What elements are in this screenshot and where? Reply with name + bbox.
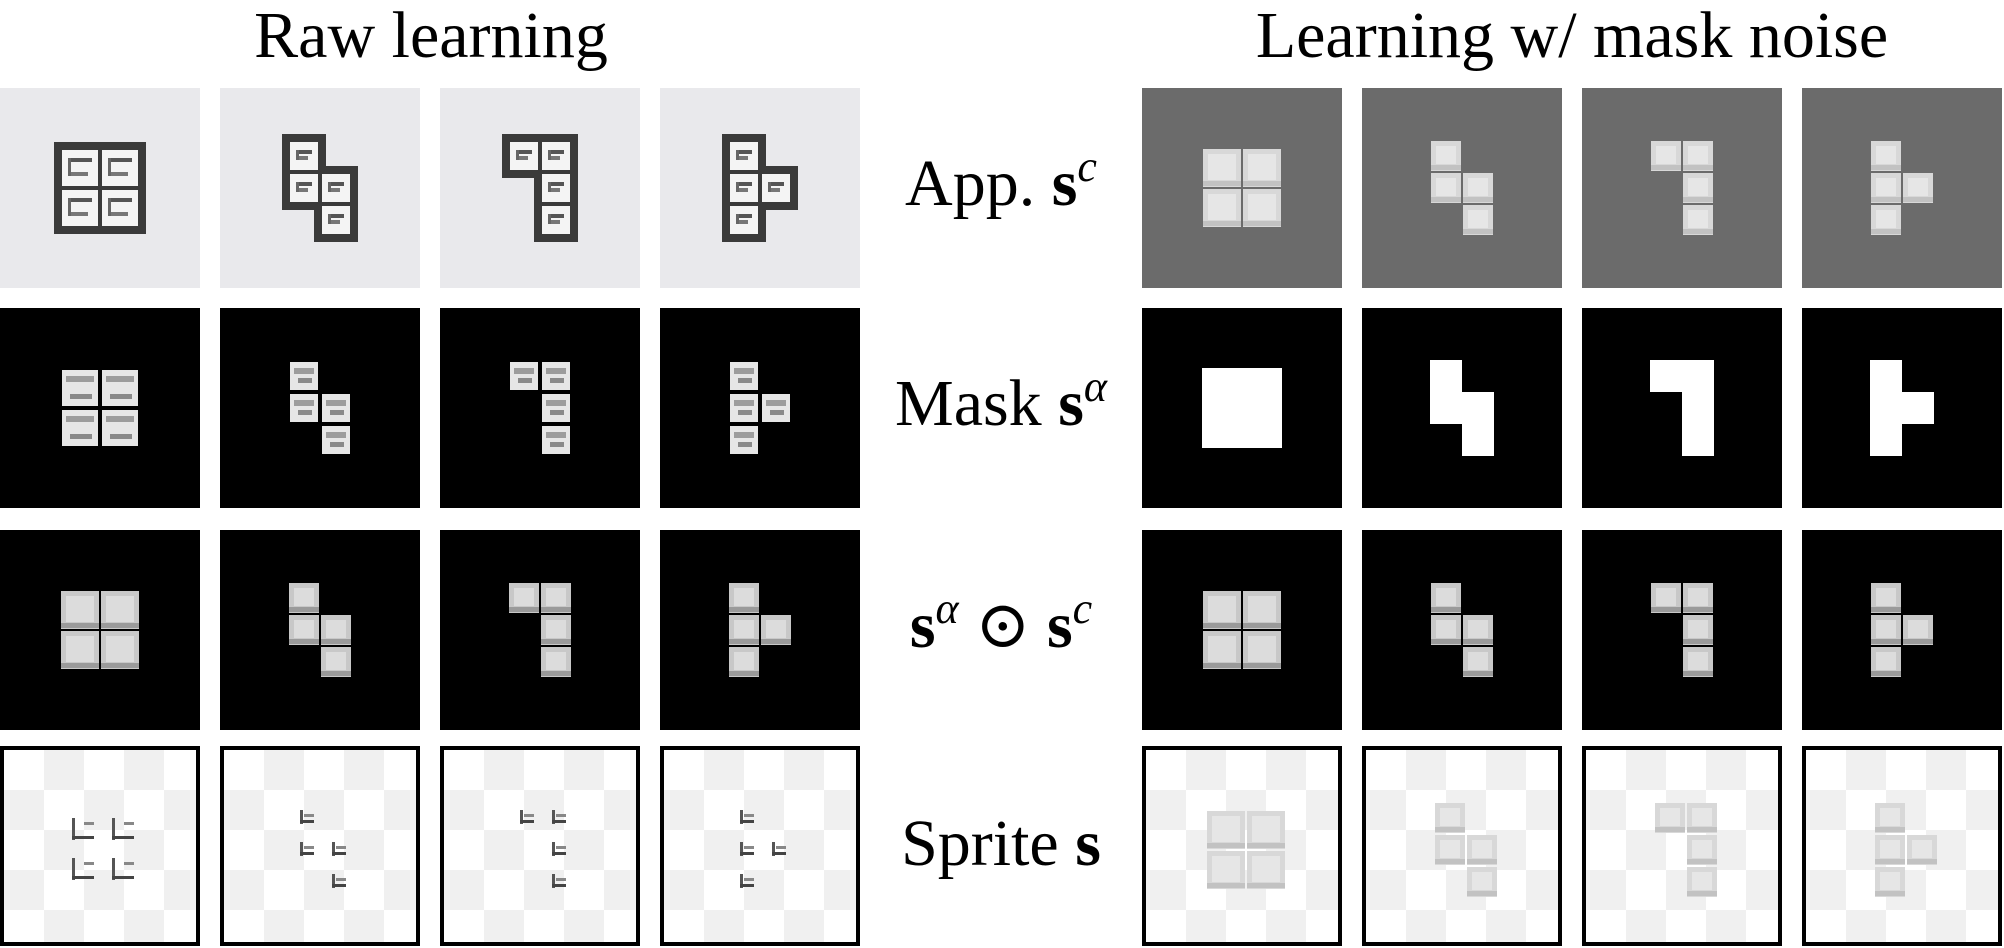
noise-app-l-shape-image [1582,88,1782,288]
raw-sprite-t-shape-image [660,746,860,946]
noise-sprite-s-shape-image [1362,746,1562,946]
raw-mask-square-image [0,308,200,508]
noise-app-square-image [1142,88,1342,288]
raw-mask-s-shape-image [220,308,420,508]
raw-app-t-shape-image [660,88,860,288]
row-label-masked-appearance: sα ⊙ sc [909,583,1093,662]
noise-masked-l-shape-image [1582,530,1782,730]
raw-app-s-shape-image [220,88,420,288]
noise-app-t-shape-image [1802,88,2002,288]
noise-app-s-shape-image [1362,88,1562,288]
noise-mask-square-image [1142,308,1342,508]
raw-mask-t-shape-image [660,308,860,508]
row-label-mask: Mask sα [895,361,1107,440]
noise-mask-l-shape-image [1582,308,1782,508]
raw-masked-s-shape-image [220,530,420,730]
row-label-appearance: App. sc [905,141,1097,220]
noise-masked-square-image [1142,530,1342,730]
raw-masked-square-image [0,530,200,730]
raw-mask-l-shape-image [440,308,640,508]
noise-masked-t-shape-image [1802,530,2002,730]
raw-app-l-shape-image [440,88,640,288]
noise-sprite-t-shape-image [1802,746,2002,946]
raw-masked-t-shape-image [660,530,860,730]
noise-sprite-l-shape-image [1582,746,1782,946]
raw-sprite-s-shape-image [220,746,420,946]
raw-sprite-square-image [0,746,200,946]
raw-sprite-l-shape-image [440,746,640,946]
noise-masked-s-shape-image [1362,530,1562,730]
header-learning-mask-noise: Learning w/ mask noise [1255,0,1889,72]
raw-masked-l-shape-image [440,530,640,730]
noise-mask-s-shape-image [1362,308,1562,508]
noise-mask-t-shape-image [1802,308,2002,508]
noise-sprite-square-image [1142,746,1342,946]
header-raw-learning: Raw learning [254,0,608,72]
row-label-sprite: Sprite s [901,807,1101,880]
raw-app-square-image [0,88,200,288]
